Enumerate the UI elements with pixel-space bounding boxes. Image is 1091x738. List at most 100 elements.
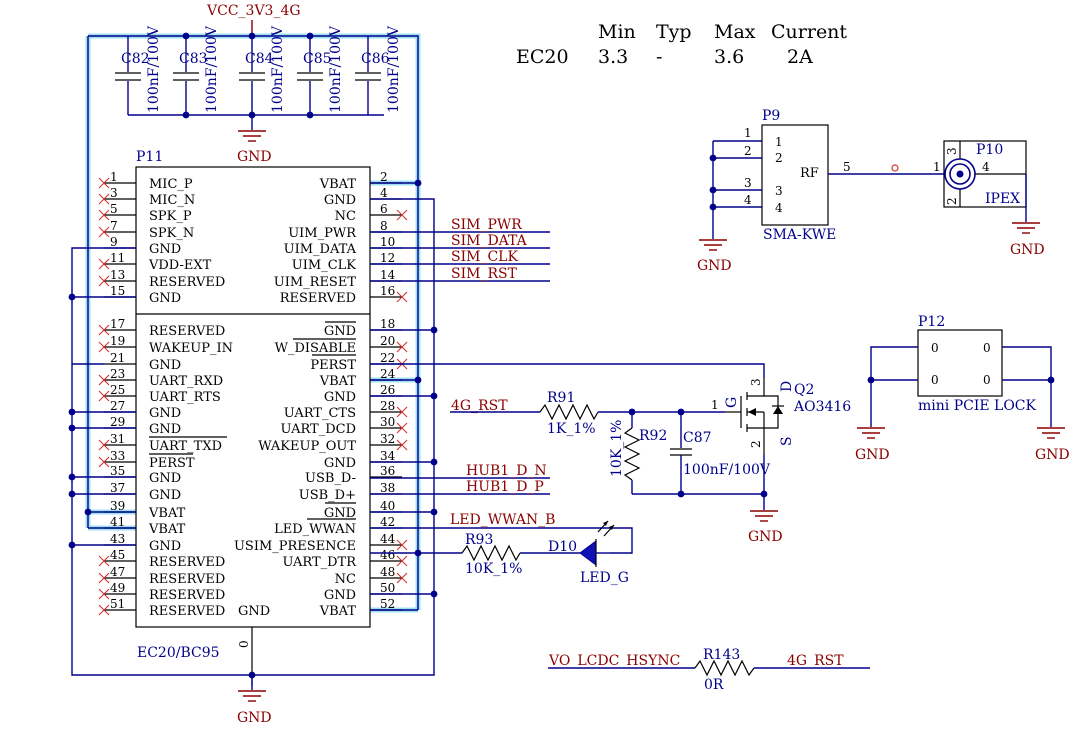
lock-pin-3: 0 [931,373,939,387]
r91-ref: R91 [547,390,575,406]
q2-pin-g: 1 [711,398,719,412]
spec-table: Min Typ Max Current EC20 3.3 - 3.6 2A [516,21,847,68]
pin-number: 42 [380,515,395,529]
pin-name: RESERVED [149,588,225,603]
module-right-pin: 6NC [335,202,408,224]
pin-number: 20 [380,334,395,348]
pin-name: UART_DTR [282,555,357,570]
module-p11: P11 EC20/BC95 0 GND [135,149,371,686]
sma-pin-4-outer: 4 [744,193,752,207]
pin-number: 4 [380,186,388,200]
module-part: EC20/BC95 [137,645,220,661]
no-connect-marker [98,572,110,584]
pin-number: 47 [110,565,125,579]
no-connect-marker [396,291,408,303]
pin-number: 40 [380,499,395,513]
gnd-symbol: GND [855,427,890,463]
pin-number: 29 [110,415,125,429]
net-4g-rst: 4G_RST [451,398,508,414]
pin-number: 45 [110,548,125,562]
no-connect-marker [396,555,408,567]
pin-number: 52 [380,597,395,611]
module-right-pins: 2VBAT4GND6NC8UIM_PWR10UIM_DATA12UIM_CLK1… [234,170,408,619]
pin-name: RESERVED [149,572,225,587]
spec-row-name: EC20 [516,46,569,68]
gnd-symbol: GND [1010,222,1045,258]
gnd-label: GND [1010,242,1045,258]
pin-number: 3 [110,186,118,200]
sma-pin-1-inner: 1 [775,135,783,149]
no-connect-marker [396,422,408,434]
ipex-pin-3: 3 [945,147,959,155]
no-connect-marker [98,390,110,402]
gnd-symbol: GND [237,690,272,726]
pin-name: USIM_PRESENCE [234,539,356,554]
left-gnd-wiring: GND [68,198,435,726]
c87-ref: C87 [683,430,712,446]
d10-value: LED_G [580,570,629,586]
no-connect-marker [98,588,110,600]
capacitor-value: 100nF/100V [328,25,344,113]
sma-pin-1-outer: 1 [744,126,752,140]
pin-number: 6 [380,202,388,216]
pin-name: UIM_CLK [292,258,356,273]
net-vo-lcdc-hsync: VO_LCDC_HSYNC [548,653,680,669]
pin-name: UART_RTS [149,390,221,405]
no-connect-marker [396,539,408,551]
pin-name: RESERVED [149,555,225,570]
pin-number: 27 [110,399,125,413]
pin-number: 23 [110,367,125,381]
pin-name: GND [149,291,181,306]
pin-number: 9 [110,235,118,249]
pin-name: LED_WWAN [274,522,356,537]
pin-number: 7 [110,219,118,233]
ipex-pin-2: 2 [945,197,959,205]
pin-name: RESERVED [280,291,356,306]
pin-name: GND [149,471,181,486]
spec-value-min: 3.3 [598,46,628,68]
pin-name: GND [149,242,181,257]
capacitor-ref: C83 [179,51,208,67]
d10-ref: D10 [548,539,577,555]
no-connect-marker [98,177,110,189]
pin-number: 30 [380,415,395,429]
capacitor-ref: C86 [361,51,390,67]
pin-name: NC [335,209,356,224]
sma-pin-3-outer: 3 [744,176,752,190]
pin-number: 5 [110,202,118,216]
pin-name: GND [149,488,181,503]
no-connect-marker [396,406,408,418]
module-right-pin: 20W_DISABLE [275,334,408,356]
spec-value-current: 2A [787,46,813,68]
net-led-wwan-b: LED_WWAN_B [450,512,555,528]
r93-value: 10K_1% [465,561,522,577]
r143-circuit: R143 0R [548,647,870,693]
pin-name: SPK_P [149,209,192,224]
sma-pin-2-outer: 2 [744,144,752,158]
pin-number: 37 [110,481,125,495]
sma-pin-4-inner: 4 [775,201,783,215]
pin-name: GND [149,422,181,437]
pin-name: GND [324,193,356,208]
pin-number: 1 [110,170,118,184]
power-rail: VCC_3V3_4G GND [87,3,419,610]
r92-value: 10K_1% [609,420,625,477]
sma-part: SMA-KWE [763,227,836,243]
net-sim-clk: SIM_CLK [451,249,518,265]
spec-header-min: Min [598,21,636,43]
